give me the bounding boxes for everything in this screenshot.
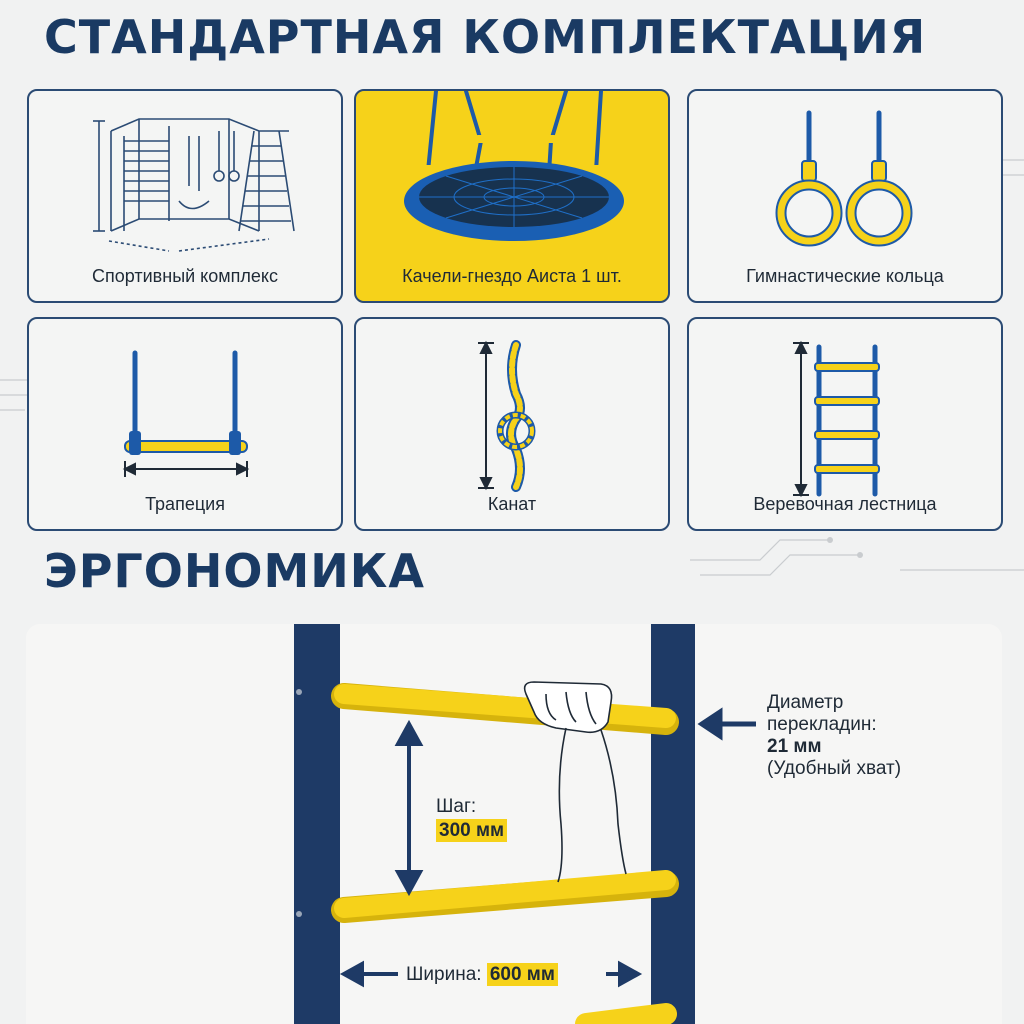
wall-bars-diagram bbox=[294, 624, 756, 1024]
diameter-note: (Удобный хват) bbox=[767, 758, 902, 779]
card-label: Канат bbox=[487, 494, 537, 514]
step-spec: Шаг: 300 мм bbox=[436, 796, 508, 842]
width-label: Ширина: bbox=[406, 964, 482, 985]
card-rope: Канат bbox=[354, 317, 670, 531]
card-label: Гимнастические кольца bbox=[746, 266, 944, 286]
width-value: 600 мм bbox=[486, 963, 558, 986]
gymnastic-rings-icon bbox=[775, 110, 913, 247]
width-spec: Ширина: 600 мм bbox=[406, 963, 558, 986]
kit-heading: СТАНДАРТНАЯ КОМПЛЕКТАЦИЯ bbox=[44, 10, 927, 64]
step-label: Шаг: bbox=[436, 796, 477, 817]
rope-icon bbox=[478, 340, 536, 492]
card-label: Трапеция bbox=[145, 494, 225, 514]
card-rope-ladder: Веревочная лестница bbox=[687, 317, 1003, 531]
step-value: 300 мм bbox=[436, 819, 508, 842]
card-label: Качели-гнездо Аиста 1 шт. bbox=[402, 266, 622, 286]
nest-swing-icon bbox=[404, 91, 624, 241]
diameter-value: 21 мм bbox=[767, 736, 822, 757]
card-trapeze: Трапеция bbox=[27, 317, 343, 531]
trapeze-icon bbox=[122, 350, 250, 477]
sports-complex-icon bbox=[93, 118, 295, 252]
card-nest-swing: Качели-гнездо Аиста 1 шт. bbox=[354, 89, 670, 303]
ergonomics-panel: Диаметр перекладин: 21 мм (Удобный хват)… bbox=[26, 624, 1002, 1024]
card-label: Веревочная лестница bbox=[753, 494, 937, 514]
card-sports-complex: Спортивный комплекс bbox=[27, 89, 343, 303]
rope-ladder-icon bbox=[793, 340, 880, 498]
diameter-label-2: перекладин: bbox=[767, 714, 877, 735]
ergonomics-heading: ЭРГОНОМИКА bbox=[44, 544, 425, 598]
card-label: Спортивный комплекс bbox=[92, 266, 278, 286]
diameter-spec: Диаметр перекладин: 21 мм (Удобный хват) bbox=[767, 692, 901, 780]
card-gymnastic-rings: Гимнастические кольца bbox=[687, 89, 1003, 303]
diameter-label-1: Диаметр bbox=[767, 692, 844, 713]
